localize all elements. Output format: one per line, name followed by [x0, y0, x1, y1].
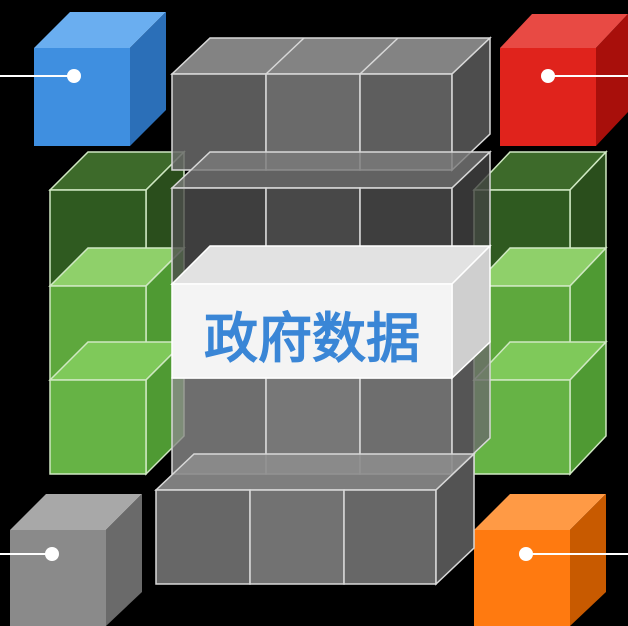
- connector-gray: [0, 547, 59, 561]
- left-green-column: [48, 150, 186, 476]
- connector-blue: [0, 69, 81, 83]
- connector-dot-icon: [519, 547, 533, 561]
- bottom-glass-layer: [154, 452, 476, 586]
- title-panel: 政府数据: [170, 244, 492, 380]
- connector-dot-icon: [45, 547, 59, 561]
- orange-cube-icon: [474, 494, 606, 626]
- blue-cube-icon: [34, 12, 166, 146]
- red-cube-icon: [500, 14, 628, 146]
- connector-dot-icon: [541, 69, 555, 83]
- connector-dot-icon: [67, 69, 81, 83]
- gray-cube-icon: [10, 494, 142, 626]
- page-title: 政府数据: [204, 307, 420, 370]
- right-green-column: [472, 150, 608, 476]
- connector-orange: [519, 547, 628, 561]
- connector-red: [541, 69, 628, 83]
- top-glass-layer: [170, 36, 492, 172]
